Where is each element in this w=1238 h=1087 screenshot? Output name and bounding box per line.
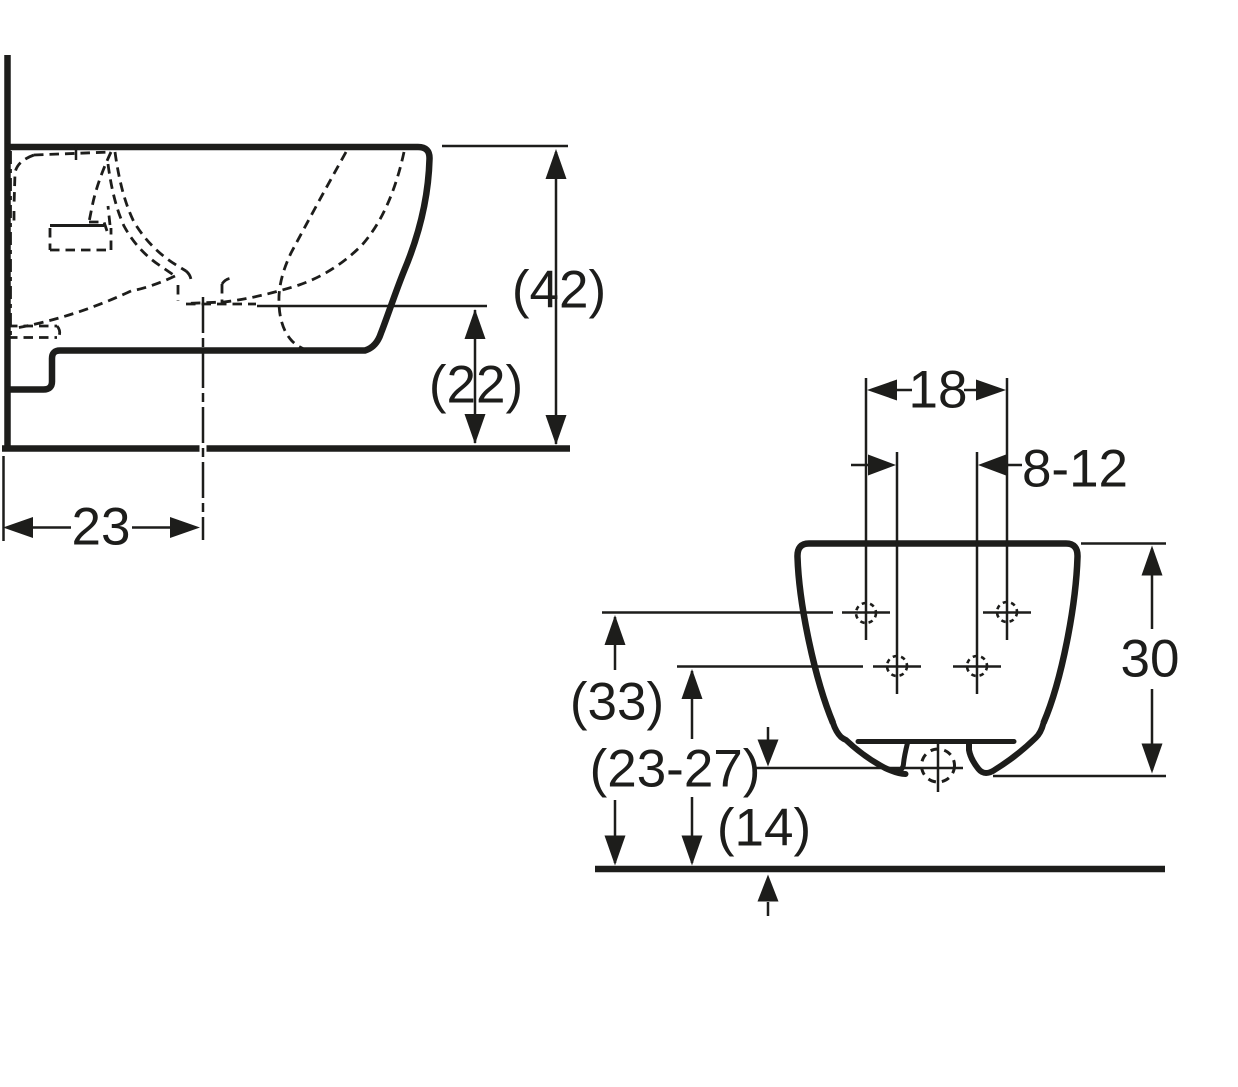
dim-30-arrow-down [1141,743,1163,774]
dim-14-label: (14) [717,799,811,858]
dim-33-arrow-up [604,615,626,645]
dimension-30: 30 [993,542,1180,778]
dim-33-arrow-down [604,835,626,866]
hidden-bowl-junction [130,274,176,293]
bidet-side-outline [5,143,433,393]
dim-42-arrow-down [545,415,567,445]
bidet-rear-outline [794,540,1081,725]
dimension-23-27: (23-27) [590,665,921,866]
hidden-bowl-back-curve [185,151,406,305]
side-view-hidden-detail-dashes [6,146,406,353]
dim-18-arrow-left [867,379,897,401]
dimension-18: 18 [864,361,1009,640]
rear-outlet-notch-left [895,740,910,774]
hidden-outlet-step-ticks [176,276,234,303]
hidden-trap-curve [277,151,348,353]
dimension-8-12: 8-12 [851,440,1128,694]
dimension-23: 23 [2,297,205,557]
dim-23-arrow-right [170,517,200,538]
dim-30-label: 30 [1121,630,1180,689]
hidden-rim-left-edge [12,153,35,222]
dim-8-12-label: 8-12 [1022,440,1128,499]
hidden-rim-right-edge [87,151,113,232]
dim-42-label: (42) [512,261,606,320]
dim-23-27-arrow-down [681,835,703,866]
rear-right-foot [966,720,1047,776]
dim-22-label: (22) [429,356,523,415]
hidden-inlet-box [48,205,113,252]
dim-30-arrow-up [1141,545,1163,576]
dim-14-arrow-down [757,739,779,767]
rear-left-foot [830,720,909,777]
side-view-solid-outline [2,55,570,452]
dim-23-27-arrow-up [681,669,703,699]
hidden-channel-outer [113,151,193,285]
dim-18-label: 18 [909,361,968,420]
rear-view: 18 8-12 30 (33) [570,361,1180,916]
dim-22-arrow-down [464,414,486,444]
dim-22-arrow-up [464,309,486,339]
dim-18-arrow-right [976,379,1006,401]
dim-33-label: (33) [570,673,664,732]
dim-42-arrow-up [545,149,567,179]
dim-8-12-arrow-right [978,454,1006,476]
rear-view-solid-outline [595,540,1165,873]
dim-23-label: 23 [72,498,131,557]
dim-23-27-label: (23-27) [590,740,761,799]
dimension-14: (14) [717,727,963,916]
dimension-22: (22) [257,304,523,444]
side-view: (42) (22) 23 [2,55,606,557]
dim-23-arrow-left [3,517,33,538]
hidden-bowl-bottom-left [15,289,132,330]
hidden-rim-top [33,150,112,157]
dim-14-arrow-up [757,874,779,902]
dimension-33: (33) [570,611,890,866]
hidden-channel-inner [106,163,176,278]
dim-8-12-arrow-left [868,454,896,476]
hidden-rim-bottom-lines [6,320,62,339]
dimension-42: (42) [442,144,606,445]
